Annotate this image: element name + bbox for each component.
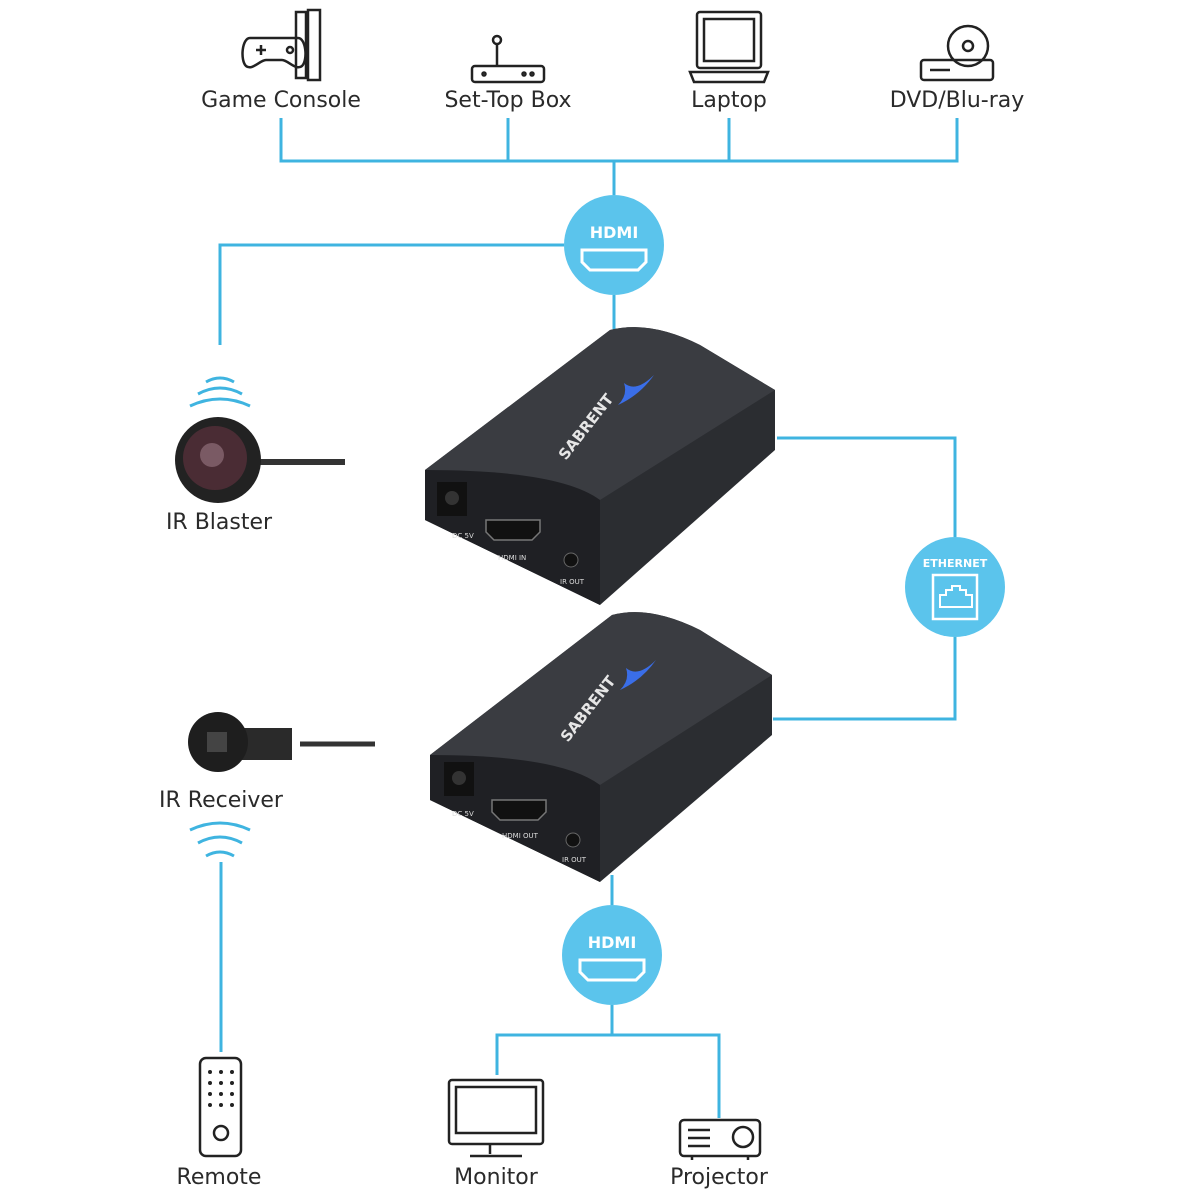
logo-swoosh <box>618 375 654 405</box>
source-label-dvd: DVD/Blu-ray <box>889 88 1025 113</box>
ir-blaster <box>175 376 345 503</box>
monitor-icon <box>447 1078 545 1158</box>
hdmi-badge-top: HDMI <box>564 195 664 295</box>
svg-text:HDMI OUT: HDMI OUT <box>502 832 539 840</box>
svg-text:IR OUT: IR OUT <box>562 856 587 864</box>
signal-waves-icon <box>189 821 251 858</box>
hdmi-label: HDMI <box>590 223 639 242</box>
svg-text:DC 5V: DC 5V <box>452 810 474 818</box>
ethernet-badge: ETHERNET <box>905 537 1005 637</box>
remote-icon <box>198 1056 243 1158</box>
game-console-icon <box>241 8 322 82</box>
remote-label: Remote <box>176 1165 262 1190</box>
laptop-icon <box>688 10 770 84</box>
svg-text:IR OUT: IR OUT <box>560 578 585 586</box>
signal-waves-icon <box>189 376 251 408</box>
ir-blaster-label: IR Blaster <box>165 510 273 535</box>
dvd-player-icon <box>919 24 995 82</box>
set-top-box-icon <box>470 34 546 84</box>
hdmi-port-icon <box>578 958 646 982</box>
hdmi-badge-bottom: HDMI <box>562 905 662 1005</box>
logo-swoosh <box>620 660 656 690</box>
output-label-projector: Projector <box>670 1165 768 1190</box>
connection-lines <box>218 118 959 1118</box>
svg-text:ETHERNET: ETHERNET <box>923 557 988 570</box>
hdmi-transmitter: SABRENT DC 5V HDMI IN IR OUT <box>425 327 775 605</box>
source-label-laptop: Laptop <box>691 88 767 113</box>
output-label-monitor: Monitor <box>454 1165 538 1190</box>
source-label-set-top-box: Set-Top Box <box>444 88 572 113</box>
hdmi-port-icon <box>580 248 648 272</box>
ethernet-port-icon <box>931 573 979 621</box>
svg-text:HDMI IN: HDMI IN <box>498 554 526 562</box>
ir-receiver-label: IR Receiver <box>159 788 283 813</box>
svg-text:HDMI: HDMI <box>588 933 637 952</box>
svg-text:DC 5V: DC 5V <box>452 532 474 540</box>
projector-icon <box>678 1118 762 1160</box>
source-label-game-console: Game Console <box>201 88 361 113</box>
hdmi-receiver: SABRENT DC 5V HDMI OUT IR OUT <box>430 612 772 882</box>
ir-receiver <box>188 712 375 858</box>
